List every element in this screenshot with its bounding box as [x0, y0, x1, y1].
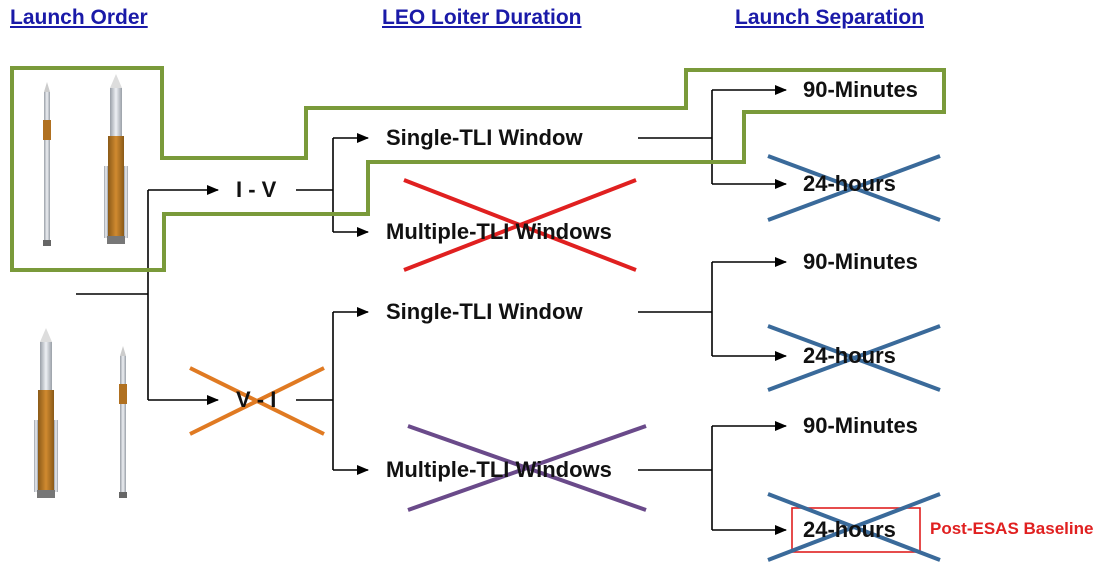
cross-24-hours-middle — [767, 324, 941, 392]
separation-24-hours-label: 24-hours — [803, 171, 896, 196]
separation-24-hours-label: 24-hours — [803, 343, 896, 368]
rocket-crew-launch-vehicle-icon — [119, 346, 127, 498]
post-esas-baseline-box — [791, 507, 921, 553]
loiter-single-tli-top-label: Single-TLI Window — [386, 125, 583, 150]
cross-launch-order-v-i — [189, 366, 325, 436]
rocket-heavy-lift-vehicle-icon — [104, 74, 128, 244]
rocket-crew-launch-vehicle-icon — [43, 82, 51, 246]
cross-multiple-tli-bottom — [407, 424, 647, 512]
launch-order-v-i-label: V - I — [236, 387, 277, 412]
separation-90-minutes-label: 90-Minutes — [803, 413, 918, 438]
cross-24-hours-bottom — [767, 492, 941, 562]
header-launch-order: Launch Order — [10, 6, 148, 29]
tree-connectors — [76, 85, 787, 535]
cross-multiple-tli-top — [403, 178, 637, 272]
loiter-multiple-tli-top-label: Multiple-TLI Windows — [386, 219, 612, 244]
header-launch-separation: Launch Separation — [735, 6, 925, 29]
header-leo-loiter-duration: LEO Loiter Duration — [382, 6, 582, 29]
separation-24-hours-label: 24-hours — [803, 517, 896, 542]
selected-path-outline — [10, 66, 946, 272]
separation-90-minutes-label: 90-Minutes — [803, 249, 918, 274]
loiter-single-tli-bottom-label: Single-TLI Window — [386, 299, 583, 324]
loiter-multiple-tli-bottom-label: Multiple-TLI Windows — [386, 457, 612, 482]
post-esas-baseline-label: Post-ESAS Baseline — [930, 519, 1094, 538]
launch-order-i-v-label: I - V — [236, 177, 277, 202]
rocket-heavy-lift-vehicle-icon — [34, 328, 58, 498]
separation-90-minutes-label: 90-Minutes — [803, 77, 918, 102]
cross-24-hours-top — [767, 154, 941, 222]
